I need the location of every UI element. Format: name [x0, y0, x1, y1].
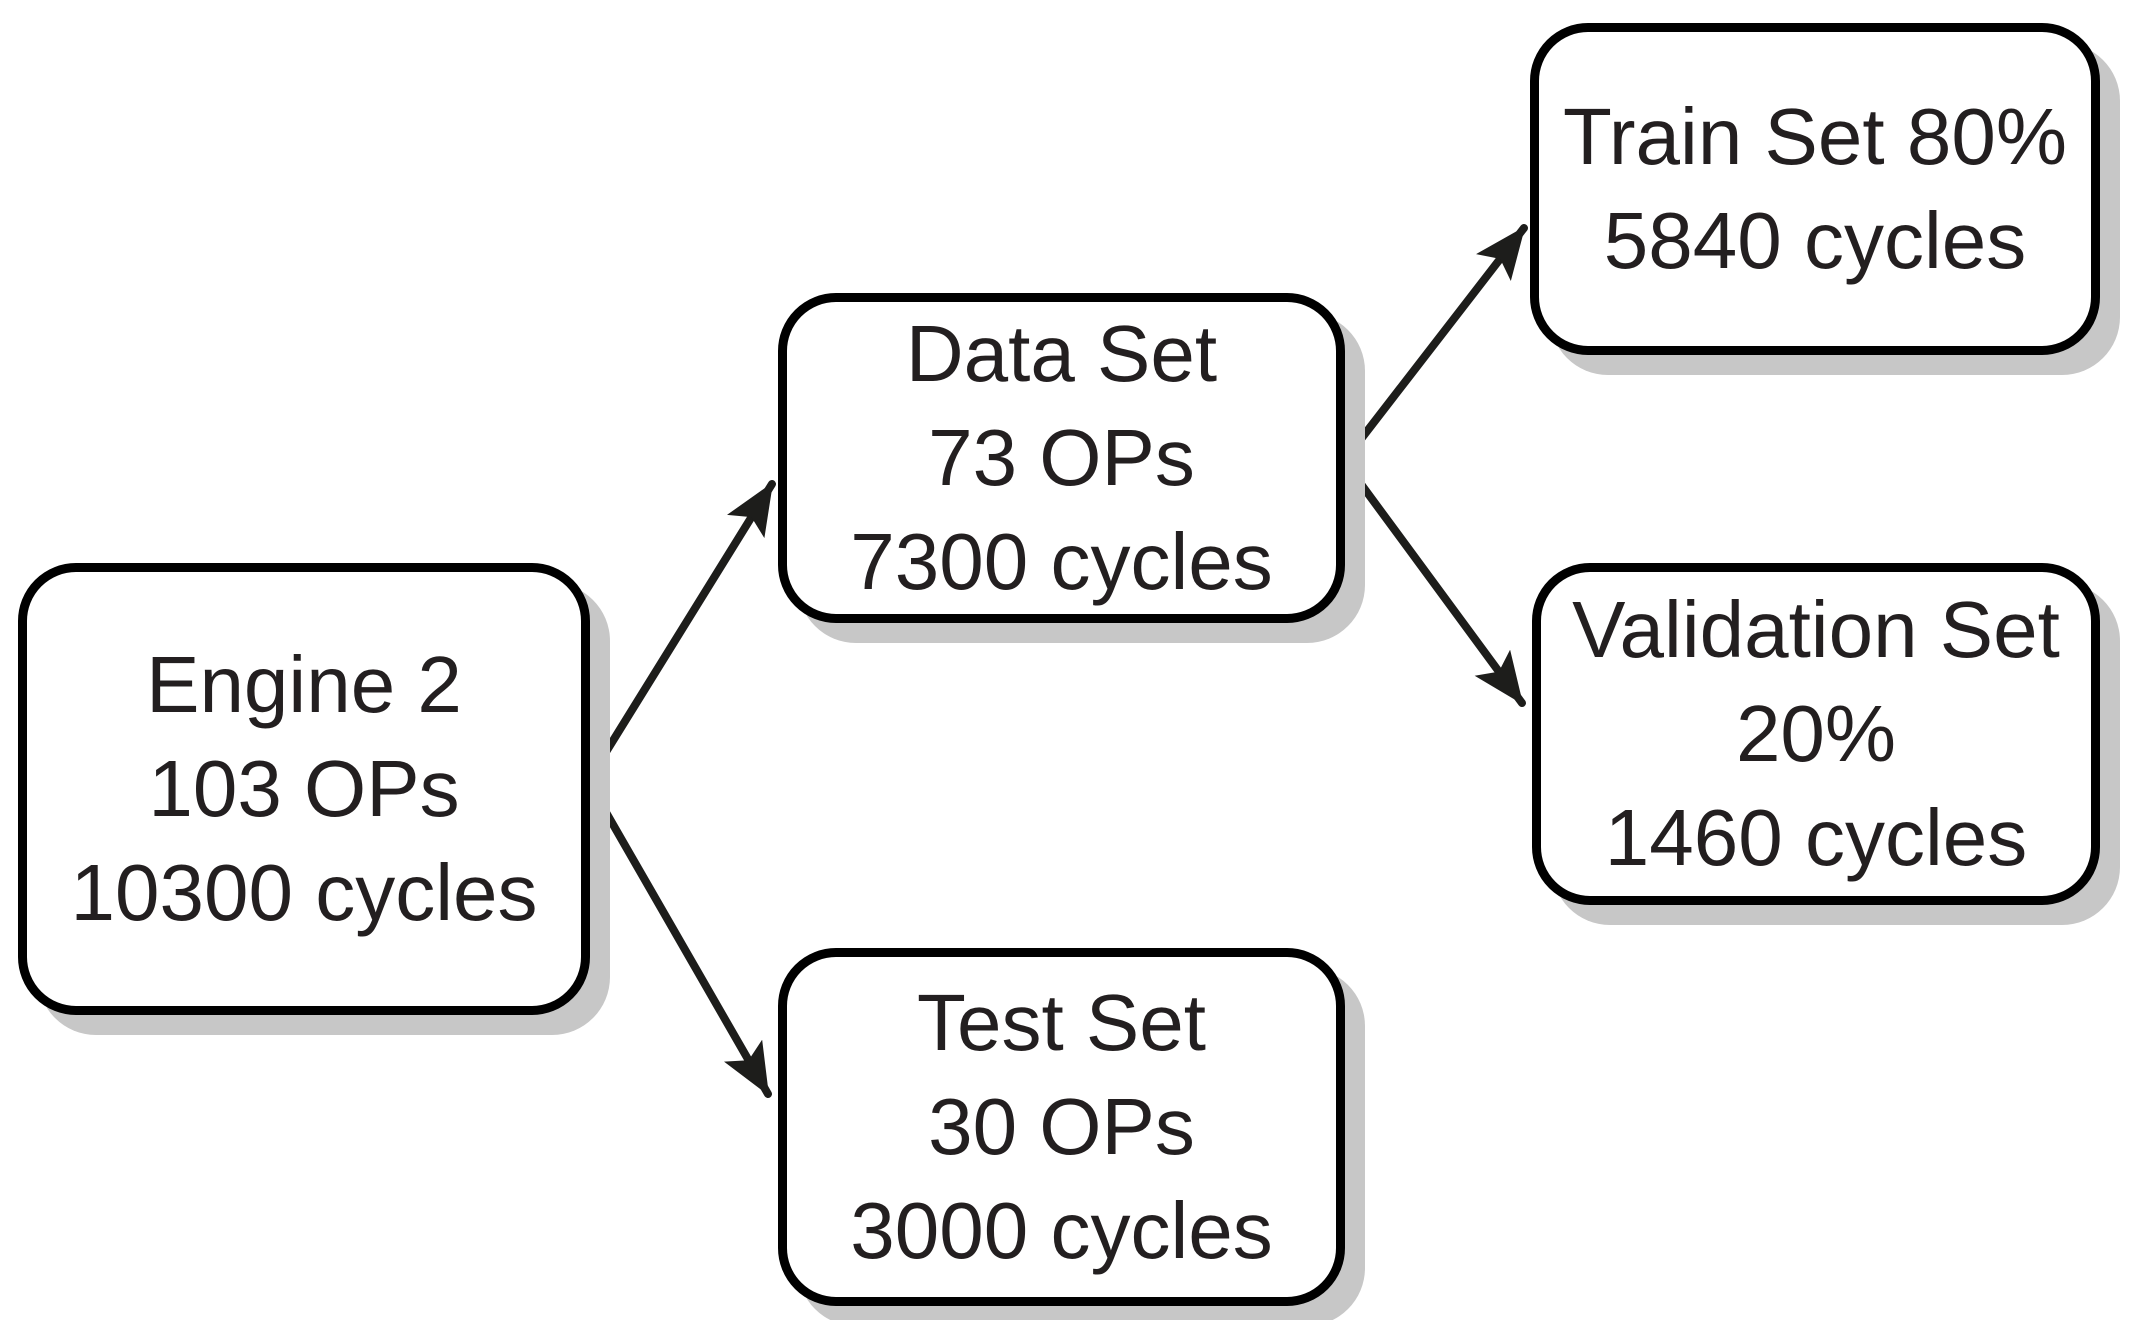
- edge-data-set-to-validation-set: [1340, 457, 1526, 707]
- node-engine: Engine 2 103 OPs 10300 cycles: [18, 563, 590, 1015]
- node-test-set: Test Set 30 OPs 3000 cycles: [778, 948, 1345, 1306]
- node-engine-line-3: 10300 cycles: [70, 848, 538, 937]
- node-validation-set: Validation Set 20% 1460 cycles: [1532, 563, 2100, 905]
- node-data-set-line-3: 7300 cycles: [850, 517, 1273, 606]
- node-train-set-line-2: 5840 cycles: [1603, 196, 2027, 285]
- edge-data-set-to-train-set: [1340, 224, 1528, 465]
- node-data-set: Data Set 73 OPs 7300 cycles: [778, 293, 1345, 623]
- node-train-set: Train Set 80% 5840 cycles: [1530, 23, 2100, 355]
- node-test-set-line-1: Test Set: [916, 978, 1207, 1067]
- node-data-set-line-2: 73 OPs: [928, 413, 1195, 502]
- node-validation-set-line-3: 1460 cycles: [1604, 793, 2028, 882]
- node-test-set-line-3: 3000 cycles: [850, 1186, 1273, 1275]
- edge-engine-to-data-set: [584, 480, 776, 785]
- node-data-set-line-1: Data Set: [905, 309, 1218, 398]
- node-engine-line-1: Engine 2: [146, 640, 462, 729]
- node-engine-line-2: 103 OPs: [148, 744, 460, 833]
- node-test-set-line-2: 30 OPs: [928, 1082, 1195, 1171]
- node-validation-set-line-1: Validation Set: [1572, 585, 2060, 674]
- node-validation-set-line-2: 20%: [1735, 689, 1897, 778]
- node-train-set-line-1: Train Set 80%: [1563, 92, 2067, 181]
- edge-engine-to-test-set: [584, 777, 772, 1098]
